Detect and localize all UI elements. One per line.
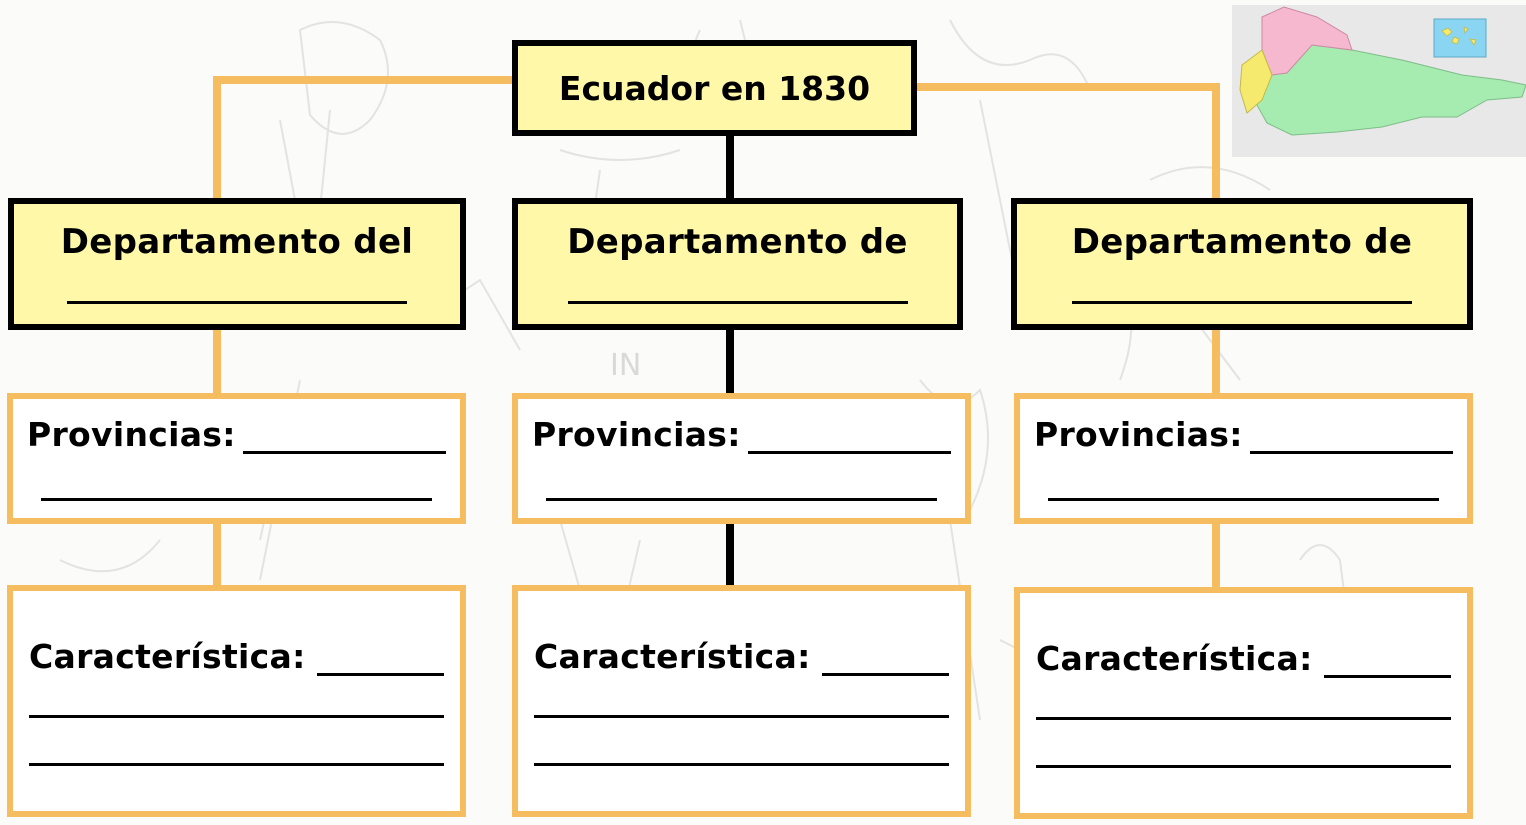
department-label: Departamento de (567, 222, 908, 262)
department-label: Departamento de (1071, 222, 1413, 262)
connector-title-left (213, 76, 512, 200)
blank-line (29, 715, 444, 718)
blank-line (1324, 675, 1451, 678)
map-inset (1433, 18, 1487, 58)
department-box-1: Departamento del (8, 198, 466, 330)
title-box: Ecuador en 1830 (512, 40, 917, 136)
characteristic-box-2: Característica: (512, 585, 971, 817)
characteristic-box-3: Característica: (1014, 587, 1473, 819)
blank-line (748, 451, 951, 454)
diagram-title: Ecuador en 1830 (558, 68, 871, 108)
blank-line (546, 498, 937, 501)
provinces-label: Provincias: (532, 415, 741, 454)
blank-line (317, 673, 444, 676)
characteristic-label: Característica: (29, 637, 306, 676)
ecuador-map-thumbnail (1232, 5, 1526, 157)
provinces-box-2: Provincias: (512, 393, 971, 524)
blank-line (1250, 451, 1453, 454)
blank-line (567, 301, 908, 304)
map-region-yellow (1239, 49, 1273, 114)
provinces-box-1: Provincias: (7, 393, 466, 524)
blank-line (1036, 717, 1451, 720)
blank-line (534, 715, 949, 718)
characteristic-box-1: Característica: (7, 585, 466, 817)
blank-line (1036, 765, 1451, 768)
blank-line (822, 673, 949, 676)
blank-line (1048, 498, 1439, 501)
characteristic-label: Característica: (534, 637, 811, 676)
blank-line (243, 451, 446, 454)
map-region-green (1256, 44, 1526, 136)
department-box-2: Departamento de (512, 198, 963, 330)
blank-line (534, 763, 949, 766)
connector-title-right (917, 83, 1220, 200)
blank-line (67, 301, 407, 304)
blank-line (1072, 301, 1412, 304)
provinces-label: Provincias: (27, 415, 236, 454)
blank-line (29, 763, 444, 766)
department-box-3: Departamento de (1011, 198, 1473, 330)
characteristic-label: Característica: (1036, 639, 1313, 678)
provinces-label: Provincias: (1034, 415, 1243, 454)
blank-line (41, 498, 432, 501)
department-label: Departamento del (60, 222, 414, 262)
provinces-box-3: Provincias: (1014, 393, 1473, 524)
svg-text:IN: IN (610, 348, 641, 383)
